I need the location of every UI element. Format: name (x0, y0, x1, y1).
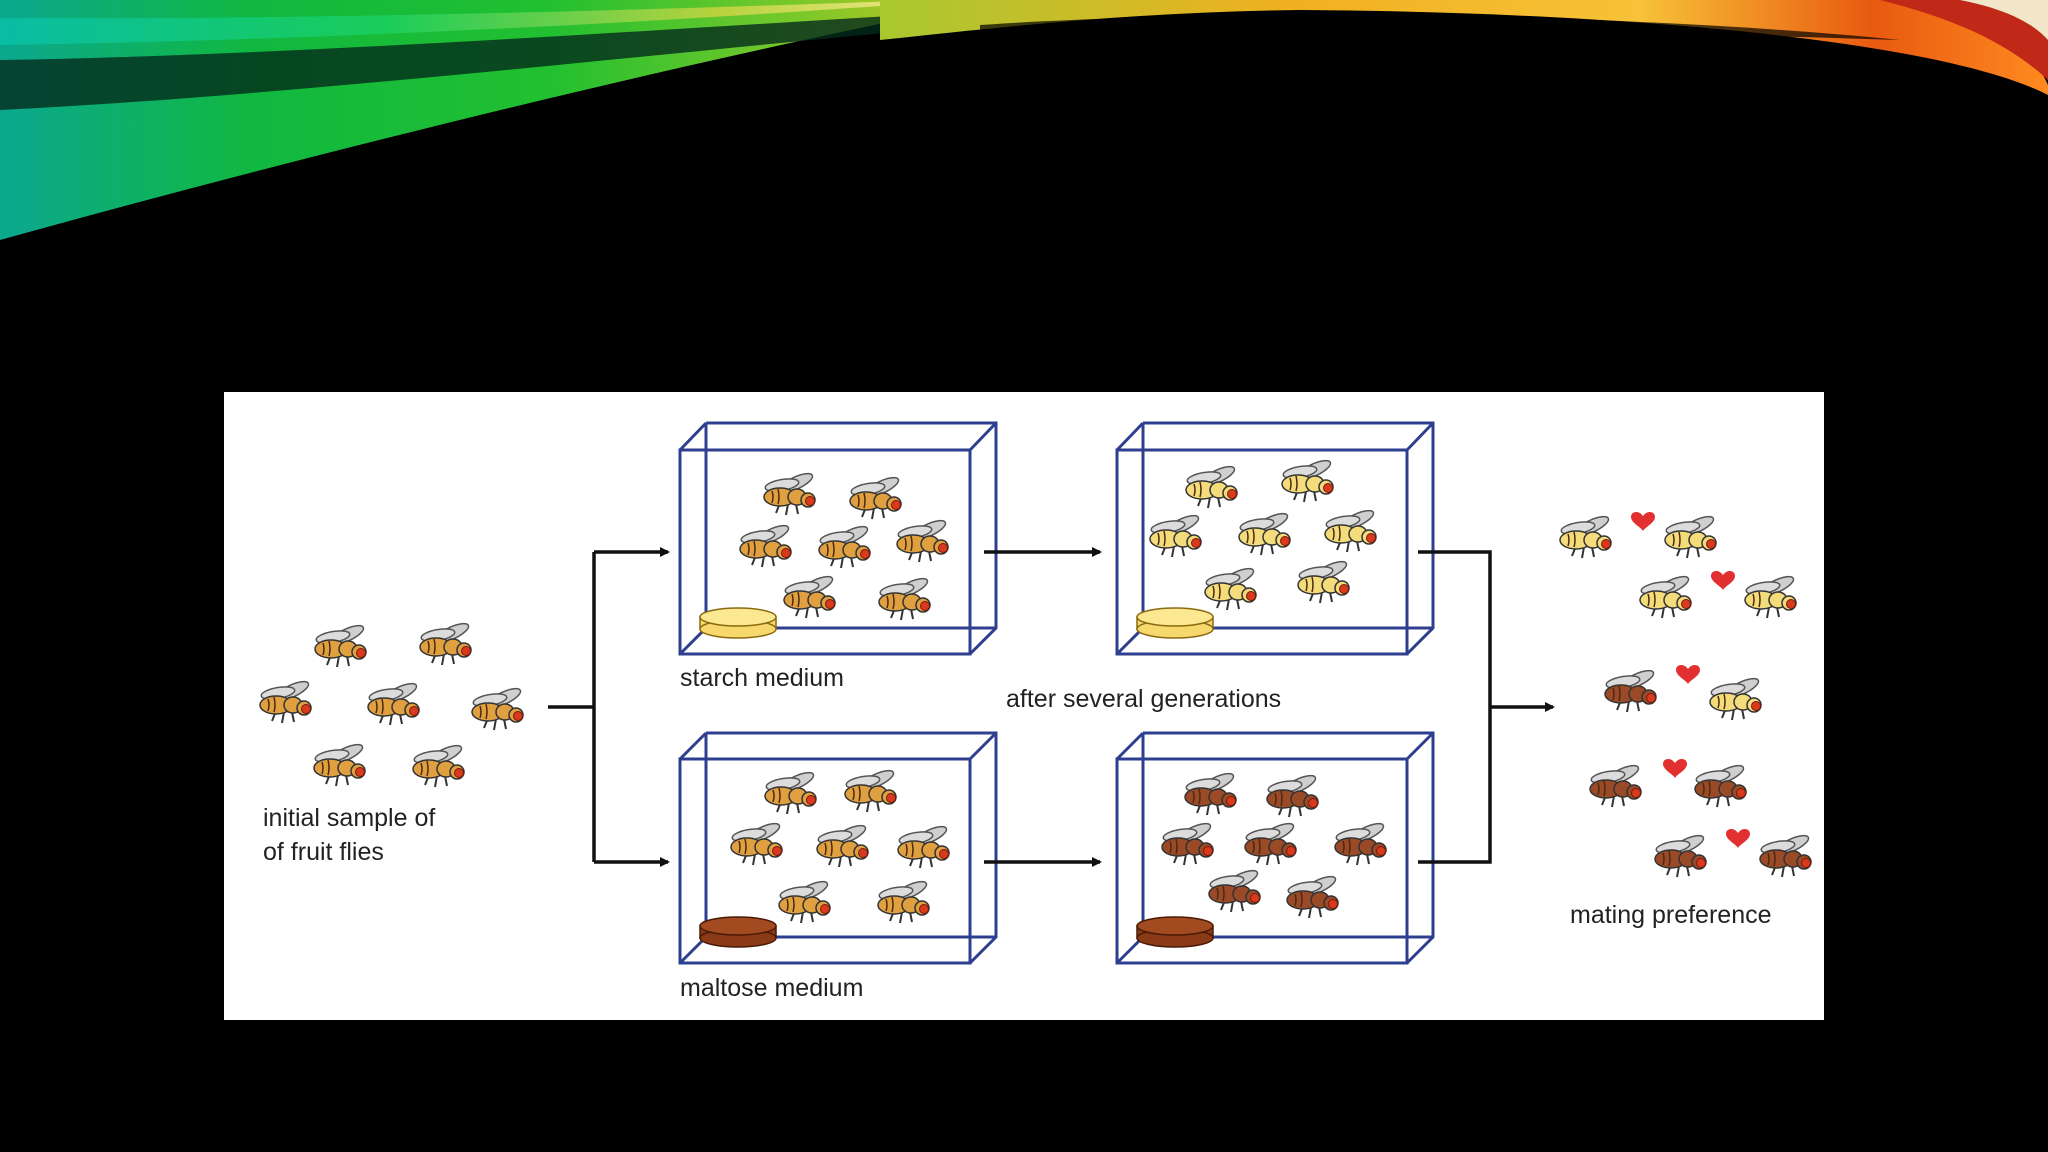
maltose-food (699, 916, 777, 948)
maltose-evolved-food (1136, 916, 1214, 948)
maltose-box (678, 731, 998, 965)
merge-arrow (1418, 550, 1555, 864)
generation-arrows (984, 547, 1102, 867)
starch-box (678, 421, 998, 656)
initial-sample-label-line2: of fruit flies (263, 838, 384, 866)
branch-arrows (548, 547, 670, 867)
starch-medium-label: starch medium (680, 664, 844, 692)
starch-food (699, 607, 777, 639)
initial-sample-label-line1: initial sample of (263, 804, 435, 832)
maltose-evolved-box (1115, 731, 1435, 965)
mating-preference-label: mating preference (1570, 901, 1772, 929)
header-swoosh (0, 0, 2048, 240)
starch-evolved-food (1136, 607, 1214, 639)
starch-evolved-box (1115, 421, 1435, 656)
maltose-medium-label: maltose medium (680, 974, 863, 1002)
after-generations-label: after several generations (1006, 685, 1281, 713)
